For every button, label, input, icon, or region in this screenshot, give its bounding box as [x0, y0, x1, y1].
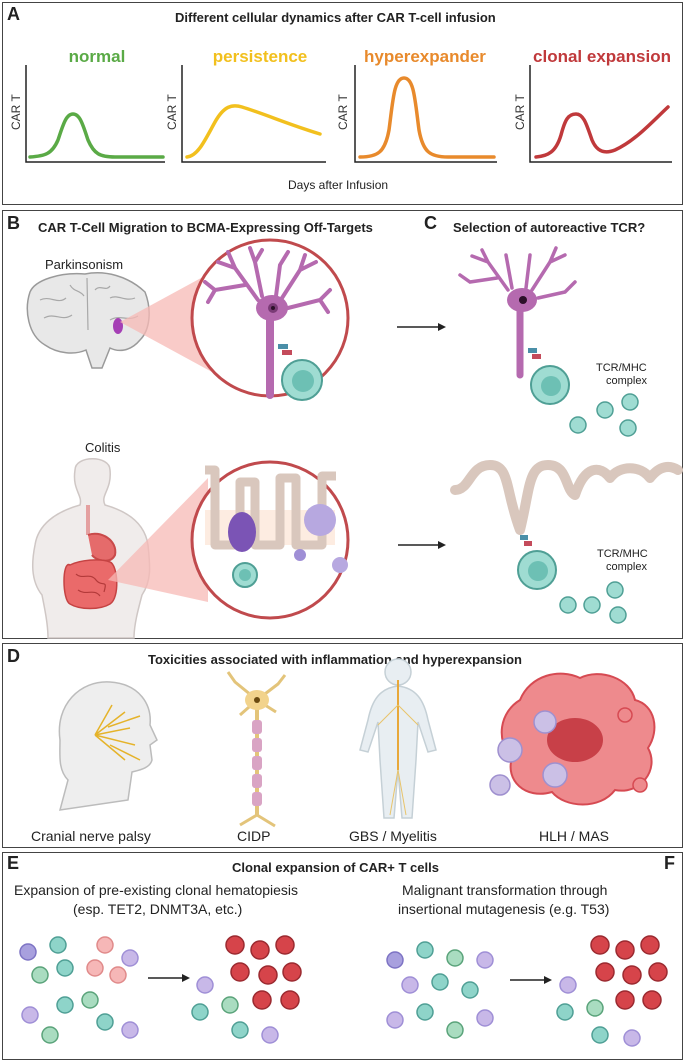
tcr-mhc-label-lower-1: TCR/MHC	[597, 548, 648, 560]
neuron-illustration-c	[458, 246, 577, 379]
panel-b-label: B	[7, 213, 20, 233]
head-illustration	[58, 681, 158, 811]
t-cell-cluster-c-upper	[569, 393, 639, 437]
chart-hyperexpander-title: hyperexpander	[364, 47, 486, 66]
intestinal-villi-c	[450, 460, 683, 535]
chart-persistence-axes	[181, 65, 326, 163]
panel-a-curves	[25, 65, 672, 163]
chart-clonal-expansion-axes	[529, 65, 672, 163]
panel-f-label: F	[664, 853, 675, 873]
intestinal-villi-zoom	[205, 465, 336, 550]
t-cell-cluster-c-lower	[559, 581, 627, 624]
toxicity-label-cidp: CIDP	[237, 828, 271, 844]
panel-f-caption-line1: Malignant transformation through	[402, 882, 608, 898]
chart-persistence-curve	[185, 104, 322, 159]
panel-a-title: Different cellular dynamics after CAR T-…	[175, 10, 496, 25]
tcr-mhc-label-upper-1: TCR/MHC	[596, 362, 647, 374]
parkinsonism-label: Parkinsonism	[45, 257, 124, 272]
colitis-label: Colitis	[85, 440, 121, 455]
tcr-mhc-label-upper-2: complex	[606, 375, 647, 387]
panel-b-title: CAR T-Cell Migration to BCMA-Expressing …	[38, 220, 373, 235]
toxicity-label-gbs-myelitis: GBS / Myelitis	[349, 828, 437, 844]
chart-hyperexpander-axes	[354, 65, 497, 163]
panel-c-title: Selection of autoreactive TCR?	[453, 220, 646, 235]
panel-f-caption-line2: insertional mutagenesis (e.g. T53)	[398, 901, 610, 917]
panel-e-caption-line1: Expansion of pre-existing clonal hematop…	[14, 882, 299, 898]
chart-normal-axes	[25, 65, 165, 163]
panel-ef	[2, 852, 683, 1060]
toxicity-label-hlh-mas: HLH / MAS	[539, 828, 610, 844]
chart-normal-curve	[28, 112, 165, 159]
panel-d-illustrations	[58, 658, 656, 828]
gbs-body-illustration	[359, 658, 437, 819]
cell-cluster-e-before	[19, 936, 139, 1044]
chart-clonal-expansion-curve	[534, 105, 670, 159]
panel-e-title: Clonal expansion of CAR+ T cells	[232, 860, 439, 875]
panel-a-label: A	[7, 4, 20, 24]
chart-hyperexpander-curve	[358, 76, 496, 159]
cidp-neuron-illustration	[226, 671, 287, 828]
panel-c-label: C	[424, 213, 437, 233]
cell-cluster-f-before	[386, 941, 494, 1039]
panel-e-label: E	[7, 853, 20, 873]
neuron-illustration	[203, 246, 332, 399]
gut-zoom-cone	[108, 478, 208, 602]
panel-d-label: D	[7, 646, 20, 666]
panel-bc-illustrations	[26, 238, 683, 639]
hlh-mas-illustration	[489, 672, 656, 806]
panel-a-xlabel: Days after Infusion	[288, 178, 389, 192]
cell-cluster-f-after	[556, 935, 668, 1047]
brain-zoom-cone	[120, 272, 212, 372]
chart-normal-title: normal	[68, 47, 126, 66]
tcr-mhc-label-lower-2: complex	[606, 561, 647, 573]
panel-a	[2, 2, 683, 205]
brain-illustration	[26, 272, 150, 369]
panel-e-caption-line2: (esp. TET2, DNMT3A, etc.)	[73, 901, 243, 917]
human-body-illustration	[31, 458, 151, 639]
toxicity-label-cranial-nerve-palsy: Cranial nerve palsy	[31, 828, 151, 844]
chart-clonal-expansion-title: clonal expansion	[533, 47, 671, 66]
panel-d-title: Toxicities associated with inflammation …	[148, 652, 522, 667]
cell-cluster-e-after	[191, 935, 302, 1044]
chart-persistence-title: persistence	[212, 47, 308, 66]
